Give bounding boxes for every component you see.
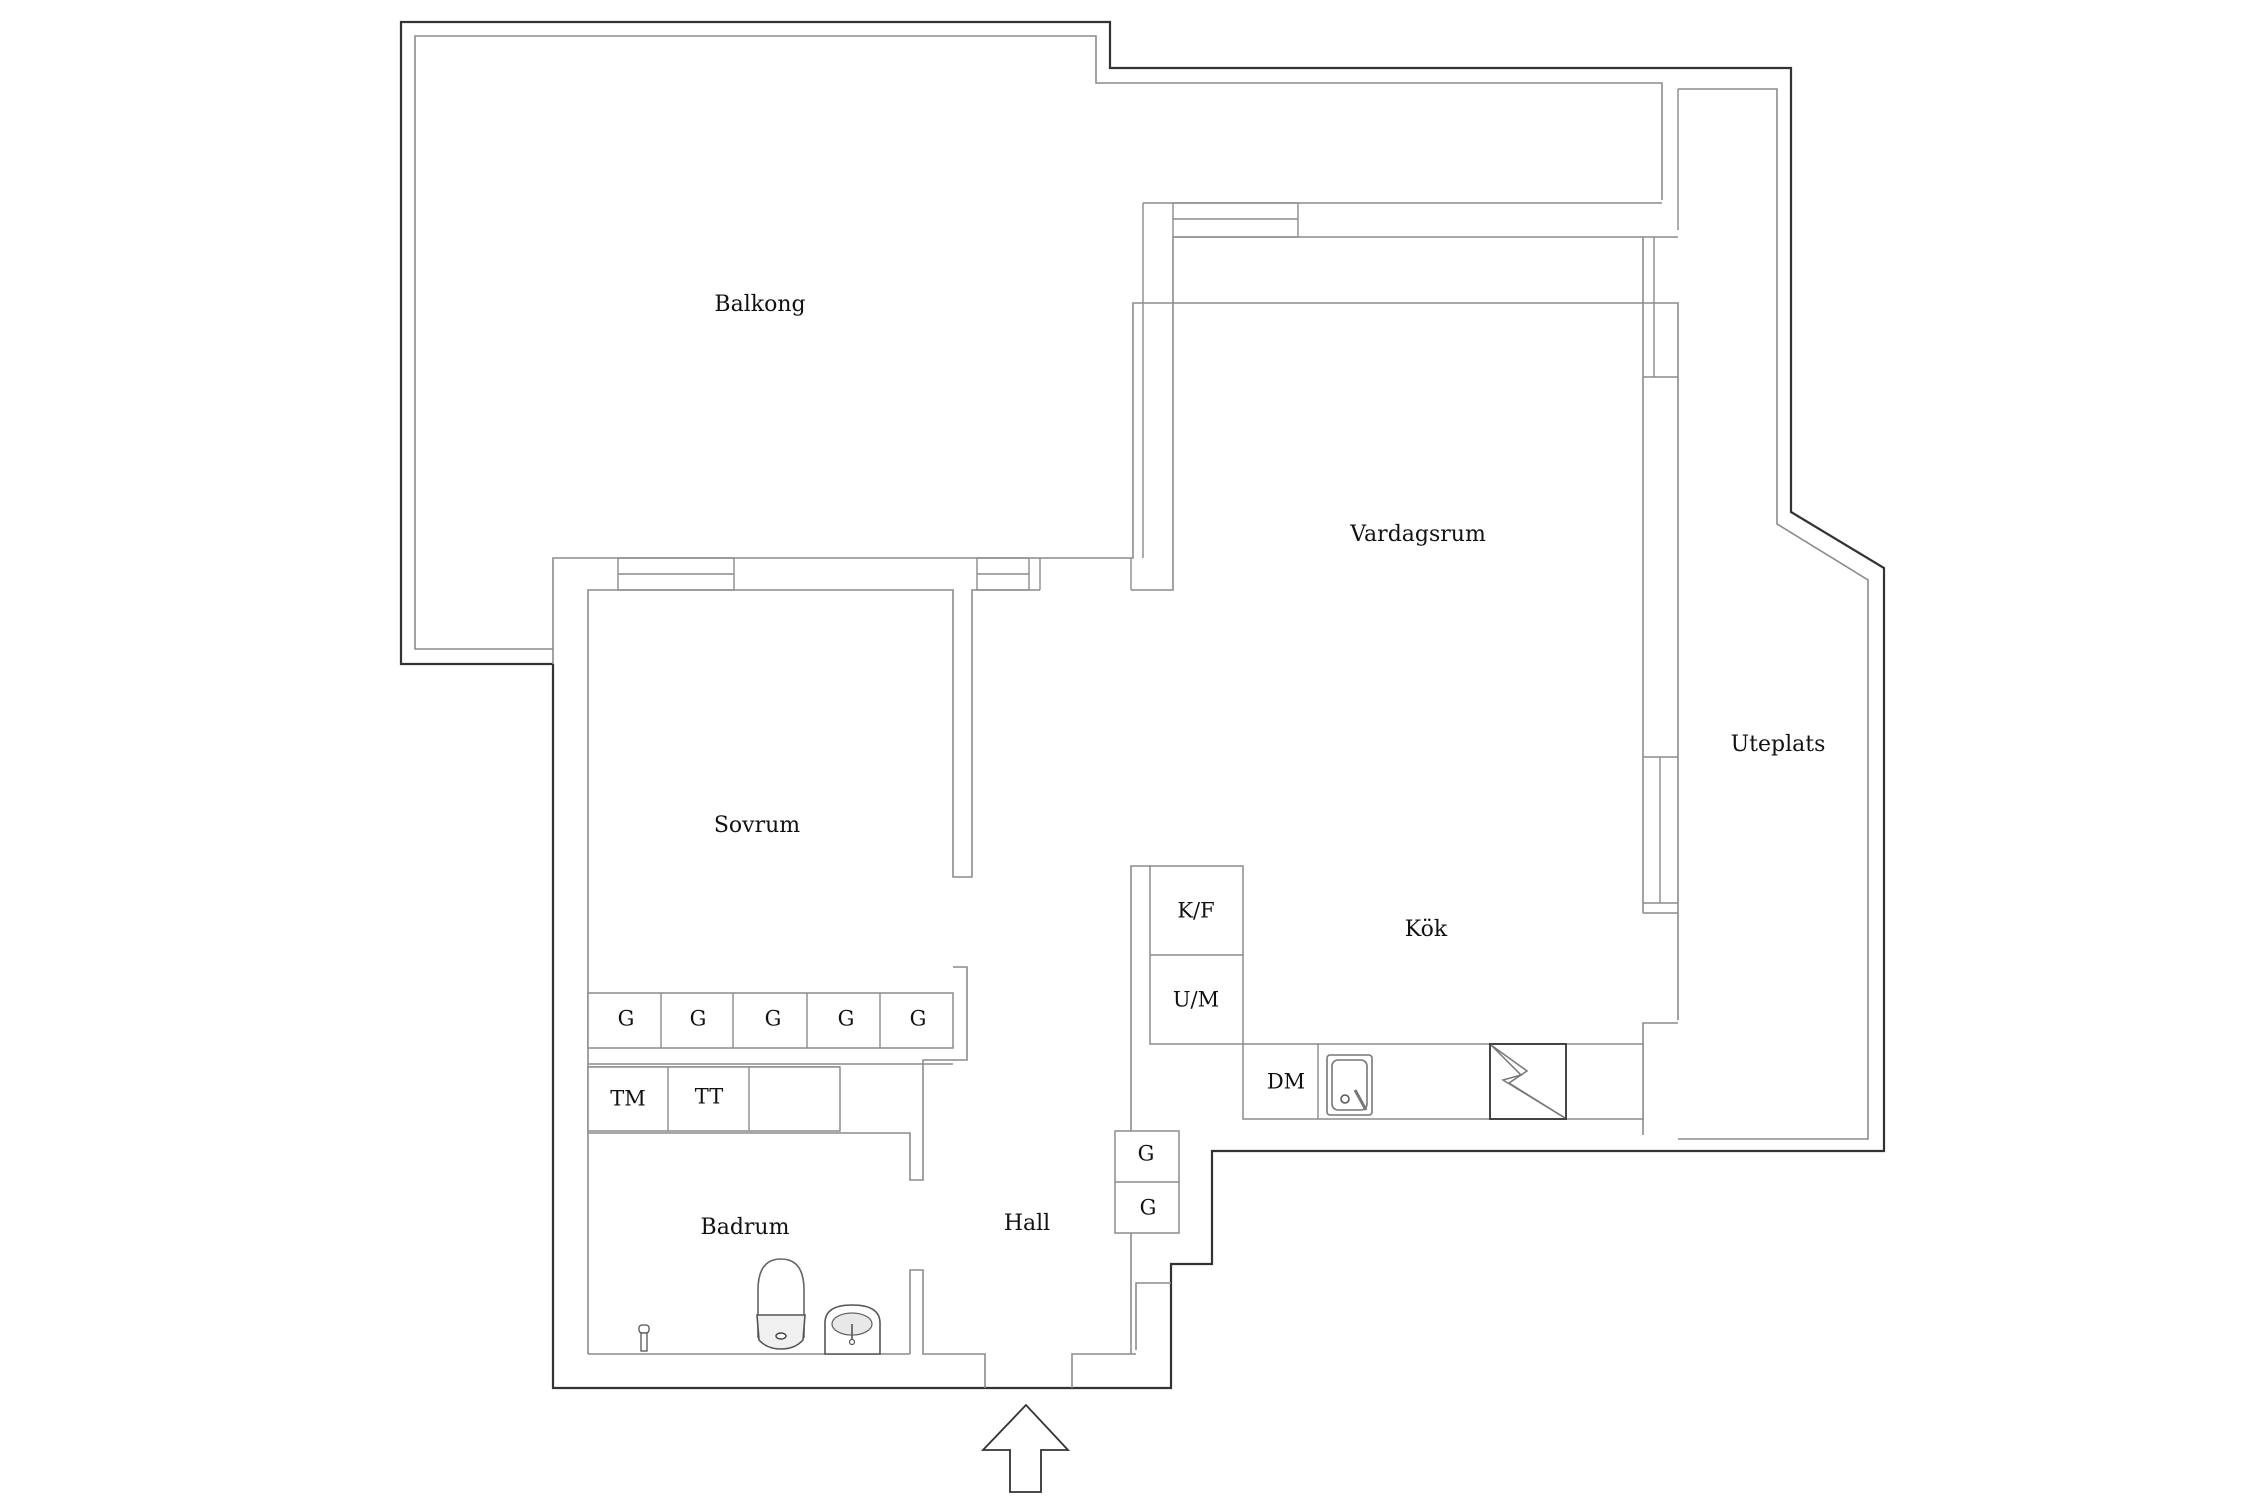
fixture-label-g1: G [618,1007,635,1031]
fixture-label-kf: K/F [1177,899,1214,923]
room-label-uteplats: Uteplats [1731,732,1826,757]
fixture-labels: K/F U/M DM TM TT G G G G G G G [610,899,1305,1220]
interior-walls [588,865,1150,1388]
room-label-hall: Hall [1004,1211,1050,1236]
room-label-balkong: Balkong [714,292,805,317]
closet-hall [1114,1130,1180,1234]
balcony-area [399,20,1886,1153]
room-label-sovrum: Sovrum [714,813,800,838]
fixture-label-dm: DM [1267,1070,1305,1094]
fixture-label-g6: G [1138,1142,1155,1166]
fixture-label-g3: G [765,1007,782,1031]
room-label-vardagsrum: Vardagsrum [1349,522,1486,547]
fixture-label-um: U/M [1173,988,1219,1012]
fixture-label-g5: G [910,1007,927,1031]
washbasin-icon [824,1304,881,1355]
laundry-row [587,1066,841,1132]
apartment-walls [551,202,1679,1390]
fixture-label-tm: TM [610,1087,646,1111]
fixture-label-g2: G [690,1007,707,1031]
kitchen-sink-icon [1326,1054,1373,1116]
room-labels: BalkongVardagsrumUteplatsSovrumKökBadrum… [701,292,1826,1240]
room-label-badrum: Badrum [701,1215,790,1240]
closet-row-bedroom [587,992,954,1049]
stove-icon [1489,1043,1567,1120]
toilet-icon [756,1258,806,1350]
fixture-label-tt: TT [695,1085,723,1109]
kitchen-counters [1149,865,1644,1120]
terrace-area [1677,88,1869,1140]
entrance-arrow-icon [980,1403,1071,1493]
fixture-label-g7: G [1140,1196,1157,1220]
room-label-kok: Kök [1405,917,1448,942]
shower-head-icon [638,1324,650,1352]
fixture-label-g4: G [838,1007,855,1031]
